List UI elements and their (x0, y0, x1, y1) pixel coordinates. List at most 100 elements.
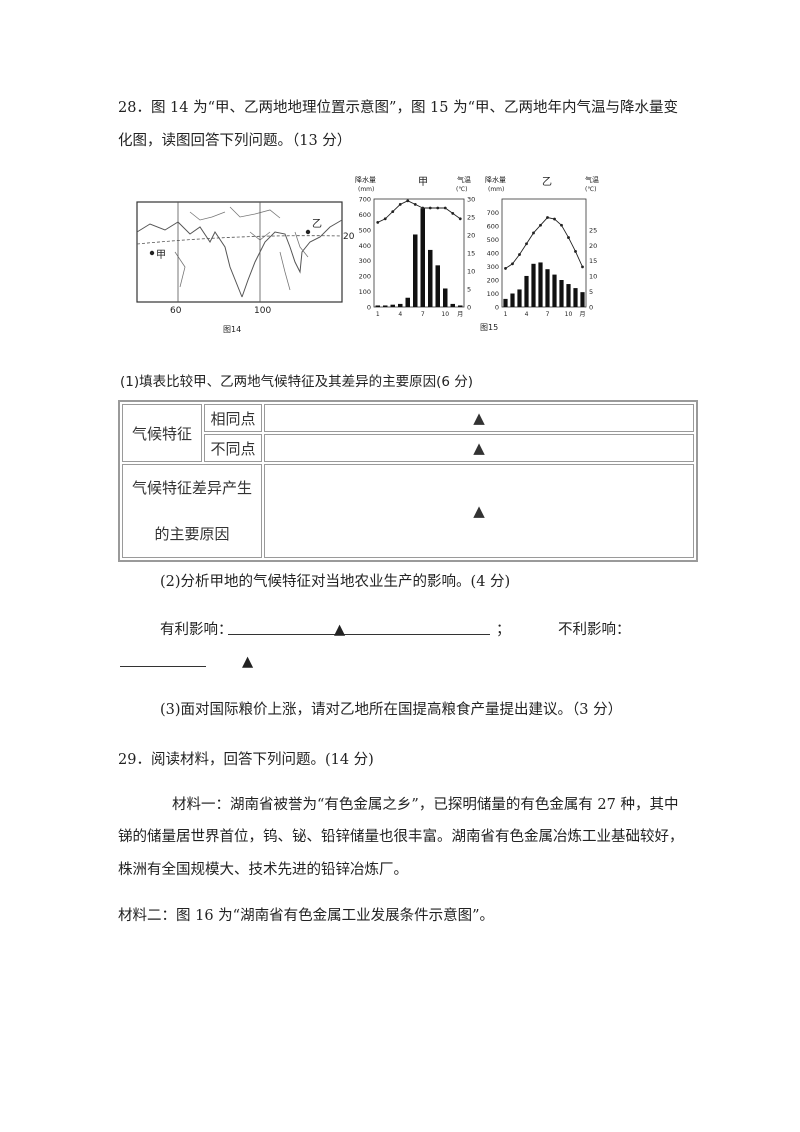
jia-temp-point (451, 212, 455, 215)
jia-precip-bar (413, 234, 418, 307)
yi-temp-point (539, 223, 542, 227)
jia-temp-point (376, 221, 380, 224)
jia-precip-bar (405, 297, 410, 307)
jia-left-tick: 300 (359, 257, 371, 265)
climate-comparison-table: 气候特征 相同点 ▲ 不同点 ▲ 气候特征差异产生 的主要原因 ▲ (118, 400, 698, 562)
yi-x-tick: 4 (525, 311, 529, 318)
favorable-label: 有利影响： (160, 622, 233, 638)
jia-precip-bar (375, 305, 380, 307)
row-head-climate: 气候特征 (122, 404, 202, 462)
yi-right-axis-title: 气温 (585, 175, 599, 184)
sub-question-1: (1)填表比较甲、乙两地气候特征及其差异的主要原因(6 分) (120, 374, 474, 390)
jia-right-axis-title: 气温 (457, 175, 471, 184)
yi-right-unit: (℃) (585, 186, 596, 193)
yi-x-tick: 月 (579, 311, 585, 318)
yi-temp-point (567, 236, 570, 239)
reason-line1: 气候特征差异产生 (131, 479, 252, 497)
semicolon: ； (496, 622, 511, 638)
yi-left-tick: 700 (487, 209, 499, 217)
jia-right-tick: 25 (467, 214, 475, 222)
jia-precip-bar (420, 208, 425, 307)
yi-precip-bar (580, 292, 585, 307)
cell-diff-label: 不同点 (204, 434, 262, 462)
yi-precip-bar (524, 275, 529, 307)
favorable-answer-line[interactable] (228, 618, 490, 635)
jia-right-tick: 0 (467, 304, 471, 312)
jia-temp-point (421, 206, 425, 210)
jia-temp-line (377, 200, 461, 223)
yi-x-tick: 7 (546, 311, 550, 318)
yi-left-tick: 400 (487, 250, 499, 258)
yi-left-unit: (mm) (488, 186, 504, 193)
yi-temp-point (553, 217, 556, 221)
lon-label-60: 60 (170, 306, 182, 316)
sub-question-2: (2)分析甲地的气候特征对当地农业生产的影响。(4 分) (160, 574, 511, 590)
jia-right-tick: 30 (467, 196, 475, 204)
answer-mark: ▲ (473, 439, 485, 457)
cell-same-label: 相同点 (204, 404, 262, 432)
label-jia: 甲 (156, 250, 166, 261)
cell-diff-answer[interactable]: ▲ (264, 434, 694, 462)
jia-right-tick: 15 (467, 250, 475, 258)
yi-precip-bar (531, 263, 536, 307)
yi-left-tick: 0 (495, 304, 499, 312)
yi-right-tick: 20 (589, 242, 597, 250)
yi-precip-bar (559, 280, 564, 307)
cell-reason-label: 气候特征差异产生 的主要原因 (122, 464, 262, 558)
yi-precip-bar (503, 298, 508, 307)
jia-left-tick: 500 (359, 226, 371, 234)
yi-precip-bar (538, 262, 543, 307)
jia-temp-point (428, 206, 432, 210)
jia-x-tick: 1 (376, 311, 380, 318)
jia-right-tick: 5 (467, 286, 471, 294)
point-jia (149, 250, 155, 256)
yi-precip-bar (510, 293, 515, 307)
figure-14-15: 甲 乙 20 60 100 图14 降水量 (mm) 甲 气温 (℃) 7006… (136, 175, 599, 334)
jia-left-tick: 0 (367, 304, 371, 312)
yi-right-tick: 25 (589, 226, 597, 234)
jia-left-tick: 600 (359, 211, 371, 219)
q28-line2: 化图，读图回答下列问题。（13 分） (118, 133, 352, 149)
yi-right-tick: 10 (589, 273, 597, 281)
unfavorable-label: 不利影响： (558, 622, 631, 638)
lon-label-100: 100 (254, 306, 271, 316)
map-figure-14: 甲 乙 20 60 100 图14 (136, 201, 355, 334)
yi-x-tick: 10 (565, 311, 573, 318)
jia-left-tick: 200 (359, 273, 371, 281)
jia-temp-point (398, 203, 402, 206)
yi-left-tick: 500 (487, 236, 499, 244)
reason-line2: 的主要原因 (154, 525, 230, 543)
fig14-caption: 图14 (223, 325, 241, 334)
material1-line2: 锑的储量居世界首位，钨、铋、铅锌储量也很丰富。湖南省有色金属冶炼工业基础较好， (118, 829, 684, 845)
answer-mark: ▲ (334, 622, 346, 638)
yi-temp-point (518, 253, 521, 256)
yi-left-axis-title: 降水量 (485, 175, 506, 184)
jia-x-tick: 月 (457, 311, 463, 318)
unfavorable-answer-line[interactable] (120, 652, 206, 667)
label-yi: 乙 (312, 218, 322, 230)
jia-left-tick: 400 (359, 242, 371, 250)
jia-title: 甲 (418, 177, 428, 188)
jia-precip-bar (443, 288, 448, 307)
yi-temp-point (581, 265, 584, 269)
yi-temp-point (532, 231, 535, 235)
cell-same-answer[interactable]: ▲ (264, 404, 694, 432)
yi-temp-point (574, 250, 577, 253)
jia-left-axis-title: 降水量 (355, 175, 376, 184)
yi-precip-bar (573, 288, 578, 307)
jia-temp-point (458, 217, 462, 221)
jia-precip-bar (458, 305, 463, 307)
jia-left-unit: (mm) (358, 186, 374, 193)
yi-right-tick: 5 (589, 288, 593, 296)
yi-x-tick: 1 (504, 311, 508, 318)
yi-precip-bar (517, 289, 522, 307)
chart-yi: 降水量 (mm) 乙 气温 (℃) 7006005004003002001000… (480, 175, 599, 332)
yi-title: 乙 (542, 176, 552, 188)
jia-left-tick: 700 (359, 196, 371, 204)
yi-temp-point (560, 223, 563, 227)
yi-precip-bar (552, 274, 557, 307)
yi-temp-point (511, 262, 514, 266)
jia-precip-bar (398, 303, 403, 307)
cell-reason-answer[interactable]: ▲ (264, 464, 694, 558)
yi-right-tick: 15 (589, 257, 597, 265)
